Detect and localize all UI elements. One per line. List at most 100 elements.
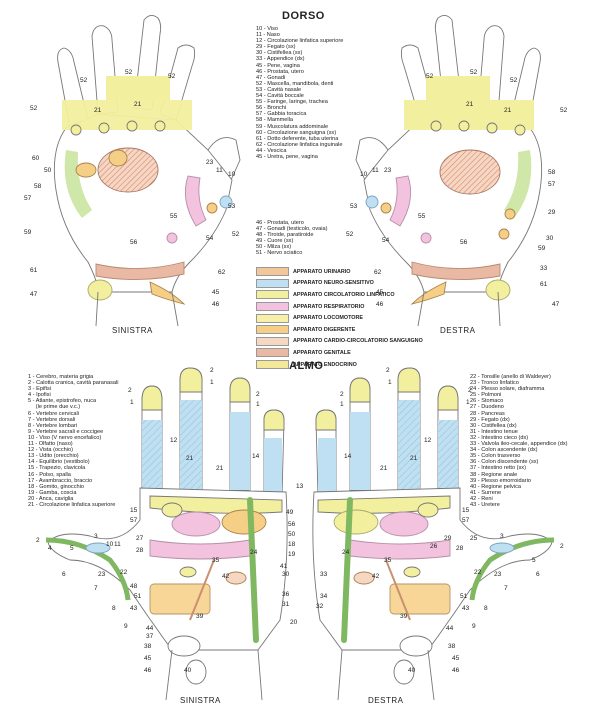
legend-entry: 28 - Pancreas xyxy=(470,410,505,417)
legend-entry: 46 - Prostata, utero xyxy=(256,220,304,226)
legend-entry: 60 - Circolazione sanguigna (sx) xyxy=(256,129,337,136)
label-62: 62 xyxy=(218,269,226,276)
label-2: 2 xyxy=(36,537,40,544)
label-54: 54 xyxy=(206,235,214,242)
label-52: 52 xyxy=(510,77,518,84)
label-23: 23 xyxy=(384,167,392,174)
legend-entry: 29 - Fegato (sx) xyxy=(256,44,296,51)
legend-entry: 17 - Avambraccio, braccio xyxy=(28,477,93,484)
legend-entry: 11 - Naso xyxy=(256,32,280,39)
legend-entry: 62 - Circolazione linfatica inguinale xyxy=(256,141,343,148)
legend-entry: 21 - Circolazione linfatica superiore xyxy=(28,501,116,508)
label-23: 23 xyxy=(98,571,106,578)
apparato-color-swatch xyxy=(256,313,289,323)
legend-entry: 58 - Mammella xyxy=(256,117,293,124)
legend-entry: 11 - Olfatto (naso) xyxy=(28,441,73,448)
palmo-left-hand xyxy=(45,367,288,701)
label-11: 11 xyxy=(372,167,379,174)
legend-entry: 16 - Polso, spalla xyxy=(28,471,71,478)
label-52: 52 xyxy=(470,69,478,76)
label-1: 1 xyxy=(388,379,392,386)
label-21: 21 xyxy=(410,455,418,462)
label-44: 44 xyxy=(446,625,454,632)
label-37: 37 xyxy=(146,633,154,640)
apparato-label: APPARATO ENDOCRINO xyxy=(293,361,357,368)
label-6: 6 xyxy=(536,571,540,578)
label-29: 29 xyxy=(444,535,452,542)
label-34: 34 xyxy=(320,593,328,600)
legend-entry: 33 - Appendice (dx) xyxy=(256,56,305,63)
label-35: 35 xyxy=(212,557,220,564)
label-7: 7 xyxy=(504,585,508,592)
label-23: 23 xyxy=(494,571,502,578)
label-28: 28 xyxy=(456,545,464,552)
legend-entry: 49 - Cuore (sx) xyxy=(256,238,294,245)
legend-entry: 19 - Gamba, coscia xyxy=(28,489,77,496)
legend-entry: 55 - Faringe, laringe, trachea xyxy=(256,99,328,106)
label-8: 8 xyxy=(484,605,488,612)
apparato-legend-item: APPARATO NEURO-SENSITIVO xyxy=(256,278,446,290)
legend-entry: 34 - Colon ascendente (dx) xyxy=(470,447,538,454)
label-2: 2 xyxy=(468,387,472,394)
label-8: 8 xyxy=(112,605,116,612)
label-53: 53 xyxy=(228,203,236,210)
legend-entry: 2 - Calotta cranica, cavità paranasali xyxy=(28,380,119,387)
label-2: 2 xyxy=(256,391,260,398)
legend-entry: 37 - Intestino retto (sx) xyxy=(470,465,526,472)
label-2: 2 xyxy=(128,387,132,394)
legend-entry: 26 - Stomaco xyxy=(470,398,504,405)
label-46: 46 xyxy=(452,667,460,674)
apparato-legend-item: APPARATO LOCOMOTORE xyxy=(256,312,446,324)
label-58: 58 xyxy=(548,169,556,176)
label-41: 41 xyxy=(280,563,288,570)
label-57: 57 xyxy=(130,517,138,524)
label-30: 30 xyxy=(546,235,554,242)
label-38: 38 xyxy=(448,643,456,650)
legend-entry: 4 - Ipofisi xyxy=(28,392,51,399)
label-62: 62 xyxy=(374,269,382,276)
legend-entry: 54 - Cavità boccale xyxy=(256,93,304,100)
legend-entry: 3 - Epifisi xyxy=(28,386,52,393)
palmo-left-side-label: SINISTRA xyxy=(180,696,221,705)
label-59: 59 xyxy=(538,245,546,252)
legend-entry: 30 - Cistifellea (sx) xyxy=(256,50,303,57)
label-57: 57 xyxy=(462,517,470,524)
label-31: 31 xyxy=(282,601,290,608)
legend-entry: 20 - Anca, caviglia xyxy=(28,495,74,502)
apparato-color-swatch xyxy=(256,302,289,312)
label-47: 47 xyxy=(30,291,38,298)
label-21: 21 xyxy=(186,455,194,462)
label-22: 22 xyxy=(120,569,128,576)
label-6: 6 xyxy=(62,571,66,578)
legend-entry: 14 - Equilibrio (vestibolo) xyxy=(28,459,90,466)
apparato-legend-item: APPARATO CARDIO-CIRCOLATORIO SANGUIGNO xyxy=(256,336,446,348)
label-61: 61 xyxy=(30,267,38,274)
label-52: 52 xyxy=(80,77,88,84)
legend-entry: 12 - Circolazione linfatica superiore xyxy=(256,38,344,45)
legend-entry: 52 - Mascella, mandibola, denti xyxy=(256,80,334,87)
label-1: 1 xyxy=(256,401,260,408)
label-57: 57 xyxy=(24,195,32,202)
apparato-color-swatch xyxy=(256,336,289,346)
label-21: 21 xyxy=(134,101,142,108)
legend-entry: 47 - Gonadi (testicolo, ovaia) xyxy=(256,226,328,233)
legend-entry: 45 - Uretra, pene, vagina xyxy=(256,153,318,160)
legend-entry: 35 - Colon trasverso xyxy=(470,453,521,460)
apparato-label: APPARATO CARDIO-CIRCOLATORIO SANGUIGNO xyxy=(293,338,423,345)
label-52: 52 xyxy=(560,107,568,114)
label-10: 10 xyxy=(106,541,114,548)
label-14: 14 xyxy=(252,453,260,460)
legend-entry: 5 - Atlante, epistrofeo, nuca xyxy=(28,398,97,405)
palmo-right-side-label: DESTRA xyxy=(368,696,404,705)
label-10: 10 xyxy=(228,171,236,178)
legend-entry: 7 - Vertebre dorsali xyxy=(28,416,76,423)
label-32: 32 xyxy=(316,603,324,610)
legend-entry: 56 - Bronchi xyxy=(256,105,287,112)
label-55: 55 xyxy=(170,213,178,220)
label-21: 21 xyxy=(216,465,224,472)
label-52: 52 xyxy=(30,105,38,112)
apparato-color-swatch xyxy=(256,267,289,277)
legend-entry: 18 - Gomito, ginocchio xyxy=(28,483,84,490)
label-61: 61 xyxy=(540,281,548,288)
